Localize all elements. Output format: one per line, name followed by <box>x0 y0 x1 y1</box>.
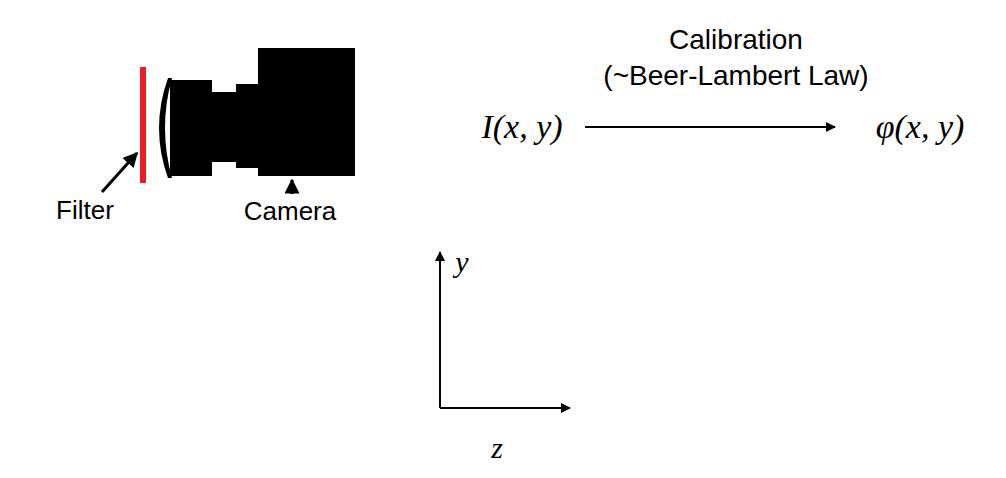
process-title: Calibration <box>669 24 803 56</box>
camera-housing <box>258 48 355 176</box>
input-symbol: I(x, y) <box>481 107 562 146</box>
axis-label: y <box>455 245 468 280</box>
axis-z <box>440 407 570 409</box>
output-symbol: φ(x, y) <box>876 107 965 146</box>
mount-ring <box>236 84 258 168</box>
axis-y <box>439 252 441 408</box>
filter-plate <box>140 67 146 183</box>
leader-arrow <box>102 153 137 192</box>
leader-arrow <box>291 180 294 194</box>
camera-body <box>159 48 355 178</box>
part-name: Filter <box>56 196 114 226</box>
process-note: (~Beer-Lambert Law) <box>603 60 868 92</box>
mapping-arrow <box>585 126 835 128</box>
lens-barrel <box>170 80 212 176</box>
part-name: Camera <box>244 197 336 227</box>
axis-label: z <box>491 431 503 466</box>
